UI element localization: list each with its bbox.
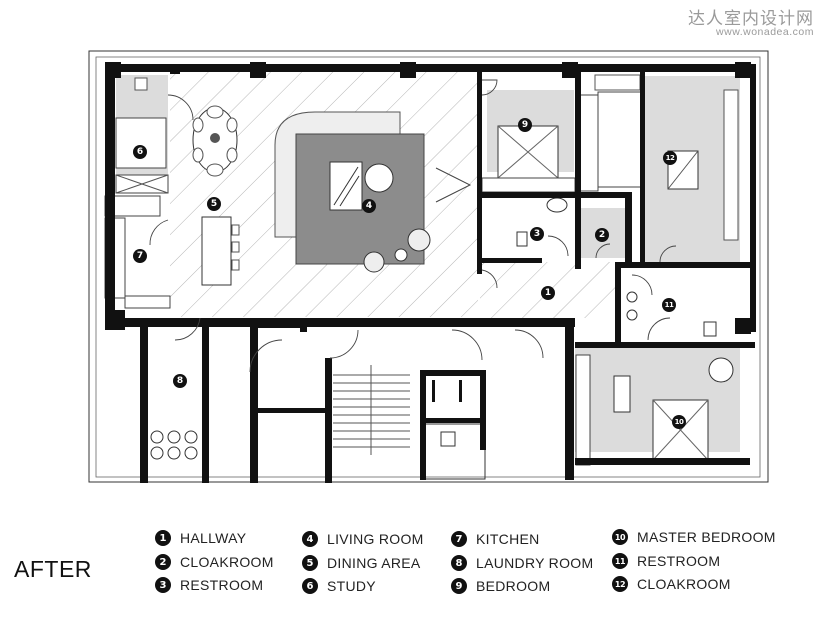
legend-number: 9 — [451, 578, 467, 594]
watermark-site-name: 达人室内设计网 — [688, 9, 814, 28]
legend-item-kitchen: 7 KITCHEN — [451, 529, 540, 549]
legend-item-cloakroom: 2 CLOAKROOM — [155, 552, 274, 572]
legend-number: 11 — [612, 553, 628, 569]
legend-label: CLOAKROOM — [180, 554, 274, 570]
legend-label: KITCHEN — [476, 531, 540, 547]
marker-restroom-2: 11 — [662, 298, 676, 312]
marker-kitchen: 7 — [133, 249, 147, 263]
legend-item-dining-area: 5 DINING AREA — [302, 553, 421, 573]
legend-label: STUDY — [327, 578, 376, 594]
marker-hallway: 1 — [541, 286, 555, 300]
legend-item-cloakroom-2: 12 CLOAKROOM — [612, 574, 731, 594]
legend-label: MASTER BEDROOM — [637, 529, 776, 545]
legend-item-study: 6 STUDY — [302, 576, 376, 596]
outer-boundary — [88, 50, 769, 483]
plan-caption: AFTER — [14, 556, 92, 582]
marker-dining-area: 5 — [207, 197, 221, 211]
legend-item-bedroom: 9 BEDROOM — [451, 576, 550, 596]
legend-item-hallway: 1 HALLWAY — [155, 528, 246, 548]
legend-number: 2 — [155, 554, 171, 570]
legend-number: 5 — [302, 555, 318, 571]
legend-item-master-bedroom: 10 MASTER BEDROOM — [612, 527, 776, 547]
legend-label: HALLWAY — [180, 530, 247, 546]
legend-number: 3 — [155, 577, 171, 593]
legend-label: RESTROOM — [180, 577, 264, 593]
marker-bedroom: 9 — [518, 118, 532, 132]
legend-label: CLOAKROOM — [637, 576, 731, 592]
legend-number: 4 — [302, 531, 318, 547]
legend-label: RESTROOM — [637, 553, 721, 569]
legend-number: 12 — [612, 576, 628, 592]
marker-study: 6 — [133, 145, 147, 159]
marker-restroom: 3 — [530, 227, 544, 241]
legend-label: BEDROOM — [476, 578, 551, 594]
legend-item-restroom-2: 11 RESTROOM — [612, 551, 720, 571]
marker-laundry-room: 8 — [173, 374, 187, 388]
marker-master-bedroom: 10 — [672, 415, 686, 429]
legend-label: DINING AREA — [327, 555, 421, 571]
floor-plan — [88, 50, 769, 483]
legend-number: 6 — [302, 578, 318, 594]
legend-label: LIVING ROOM — [327, 531, 424, 547]
legend-item-restroom: 3 RESTROOM — [155, 575, 263, 595]
legend-number: 10 — [612, 529, 628, 545]
legend-number: 1 — [155, 530, 171, 546]
legend-item-laundry-room: 8 LAUNDRY ROOM — [451, 553, 593, 573]
legend-number: 7 — [451, 531, 467, 547]
watermark-url: www.wonadea.com — [716, 26, 814, 38]
legend-number: 8 — [451, 555, 467, 571]
legend-label: LAUNDRY ROOM — [476, 555, 594, 571]
marker-cloakroom-2: 12 — [663, 151, 677, 165]
legend-item-living-room: 4 LIVING ROOM — [302, 529, 424, 549]
marker-cloakroom: 2 — [595, 228, 609, 242]
marker-living-room: 4 — [362, 199, 376, 213]
